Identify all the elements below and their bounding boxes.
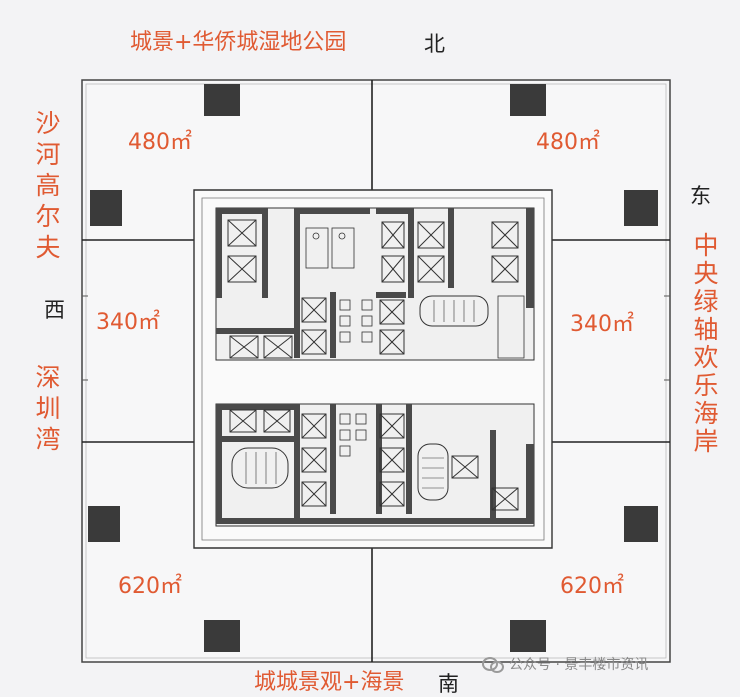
view-label-top: 城景+华侨城湿地公园 [130,30,347,55]
compass-south: 南 [438,672,459,696]
area-mid-right: 340㎡ [570,312,634,337]
structural-columns [88,84,658,652]
view-label-bottom: 城城景观+海景 [254,670,405,695]
compass-east: 东 [690,184,711,208]
core-lower [215,403,535,527]
view-label-left-bottom: 深圳湾 [32,364,61,457]
watermark-text: 公众号 · 景丰楼市资讯 [509,657,649,673]
watermark: 公众号 · 景丰楼市资讯 [482,654,648,674]
area-bottom-right: 620㎡ [560,574,624,599]
area-bottom-left: 620㎡ [118,574,182,599]
area-top-right: 480㎡ [536,130,600,155]
outer-boundary-inner [85,83,667,659]
wechat-icon [482,655,504,673]
compass-north: 北 [424,32,445,56]
view-label-right: 中央绿轴欢乐海岸 [690,232,719,456]
core-upper [215,207,535,361]
compass-west: 西 [44,298,65,322]
area-top-left: 480㎡ [128,130,192,155]
area-mid-left: 340㎡ [96,310,160,335]
core-outline-inner [201,197,545,541]
view-label-left-top: 沙河高尔夫 [32,110,61,265]
